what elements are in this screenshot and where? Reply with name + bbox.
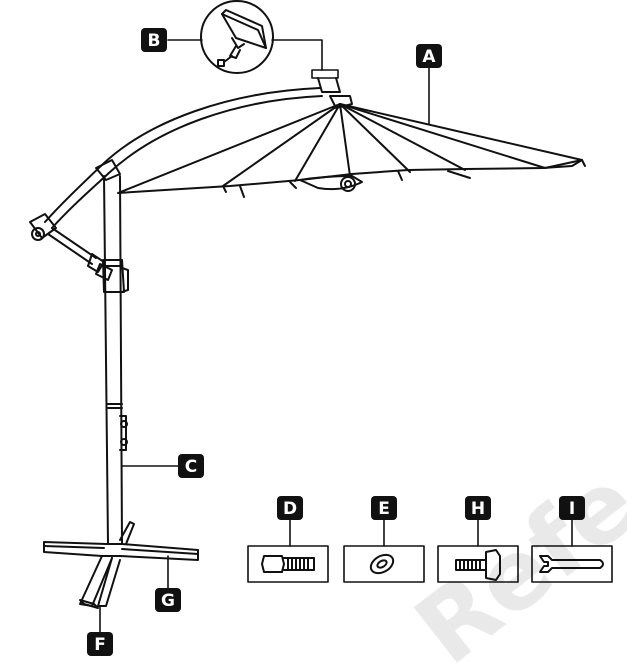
- label-h: H: [465, 496, 491, 520]
- watermark: Refe: [395, 446, 627, 663]
- svg-text:A: A: [422, 47, 436, 67]
- svg-text:G: G: [161, 591, 175, 611]
- arched-arm: [29, 87, 323, 281]
- leader-lines: [99, 39, 573, 633]
- label-b: B: [141, 28, 167, 52]
- label-i: I: [559, 496, 585, 520]
- svg-text:C: C: [185, 457, 197, 477]
- svg-text:E: E: [378, 499, 390, 519]
- part-e-washer: [343, 545, 425, 583]
- svg-text:I: I: [569, 499, 575, 519]
- detail-bubble: [200, 0, 274, 74]
- canopy: [117, 69, 586, 198]
- label-e: E: [371, 496, 397, 520]
- label-f: F: [87, 632, 113, 656]
- cross-base: [43, 521, 199, 609]
- svg-text:F: F: [94, 635, 106, 655]
- label-d: D: [277, 496, 303, 520]
- svg-text:B: B: [148, 31, 161, 51]
- svg-text:D: D: [283, 499, 297, 519]
- label-g: G: [155, 588, 181, 612]
- label-a: A: [416, 44, 442, 68]
- label-badges: A B C D E F G H: [87, 28, 585, 656]
- pole: [102, 175, 129, 545]
- svg-text:H: H: [471, 499, 485, 519]
- part-d-bolt: [247, 545, 329, 583]
- label-c: C: [178, 454, 204, 478]
